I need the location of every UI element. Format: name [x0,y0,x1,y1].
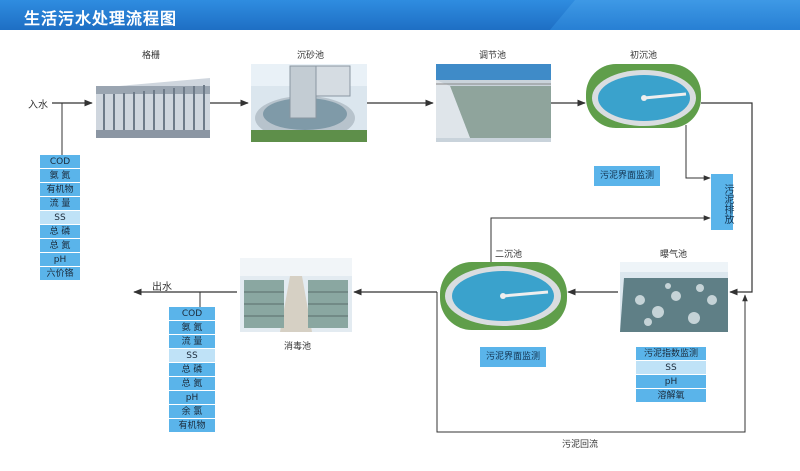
stage-label-equalization-tank: 调节池 [479,51,507,61]
outlet-parameter: 氨 氮 [169,321,215,335]
screen-illustration [96,78,210,138]
stage-label-primary-clarifier: 初沉池 [630,51,658,61]
sludge-return-label: 污泥回流 [562,440,599,450]
sludge-discharge-box: 污泥排放 [711,174,733,230]
stage-label-aeration-tank: 曝气池 [660,250,688,260]
inlet-parameter: 总 氮 [40,239,80,253]
aeration-parameter: 溶解氧 [636,389,706,403]
outlet-parameter-list: COD 氨 氮 流 量 SS 总 磷 总 氮 pH 余 氯 有机物 [169,307,215,433]
outlet-parameter: COD [169,307,215,321]
inlet-parameter: pH [40,253,80,267]
outlet-parameter: 总 磷 [169,363,215,377]
page-title: 生活污水处理流程图 [24,9,178,28]
inlet-parameter: 六价铬 [40,267,80,281]
inlet-parameter: SS [40,211,80,225]
arrow-primary-to-discharge [685,125,711,181]
secondary-sludge-level-monitor: 污泥界面监测 [480,347,547,367]
outlet-parameter: 有机物 [169,419,215,433]
outlet-parameter: 余 氯 [169,405,215,419]
primary-sludge-level-monitor: 污泥界面监测 [594,166,661,186]
inlet-parameter: 氨 氮 [40,169,80,183]
primary-clarifier-illustration [586,64,701,128]
outlet-parameter: SS [169,349,215,363]
inlet-parameter: 有机物 [40,183,80,197]
inlet-parameter: COD [40,155,80,169]
equalization-tank-illustration [436,64,551,142]
aeration-parameter: 污泥指数监测 [636,347,706,361]
stage-label-disinfection-tank: 消毒池 [284,342,312,352]
aeration-parameter-list: 污泥指数监测 SS pH 溶解氧 [636,347,706,403]
aeration-parameter: SS [636,361,706,375]
disinfection-tank-illustration [240,258,352,332]
inlet-parameter-list: COD 氨 氮 有机物 流 量 SS 总 磷 总 氮 pH 六价铬 [40,155,80,281]
sludge-return-line [436,292,748,433]
arrow-secondary-to-discharge [490,215,711,262]
aeration-parameter: pH [636,375,706,389]
aeration-tank-illustration [620,262,728,332]
stage-label-grit-chamber: 沉砂池 [297,51,325,61]
title-bar: 生活污水处理流程图 [0,0,800,30]
grit-chamber-illustration [251,64,367,142]
secondary-clarifier-illustration [440,262,567,330]
stage-label-screen: 格栅 [142,51,161,61]
inlet-parameter: 流 量 [40,197,80,211]
stage-label-secondary-clarifier: 二沉池 [495,250,523,260]
inlet-parameter: 总 磷 [40,225,80,239]
arrow-primary-to-aeration [701,102,753,296]
outlet-parameter: 总 氮 [169,377,215,391]
title-bar-accent [550,0,800,30]
inlet-label: 入水 [28,100,48,111]
outlet-label: 出水 [152,282,172,293]
outlet-parameter: pH [169,391,215,405]
outlet-parameter: 流 量 [169,335,215,349]
